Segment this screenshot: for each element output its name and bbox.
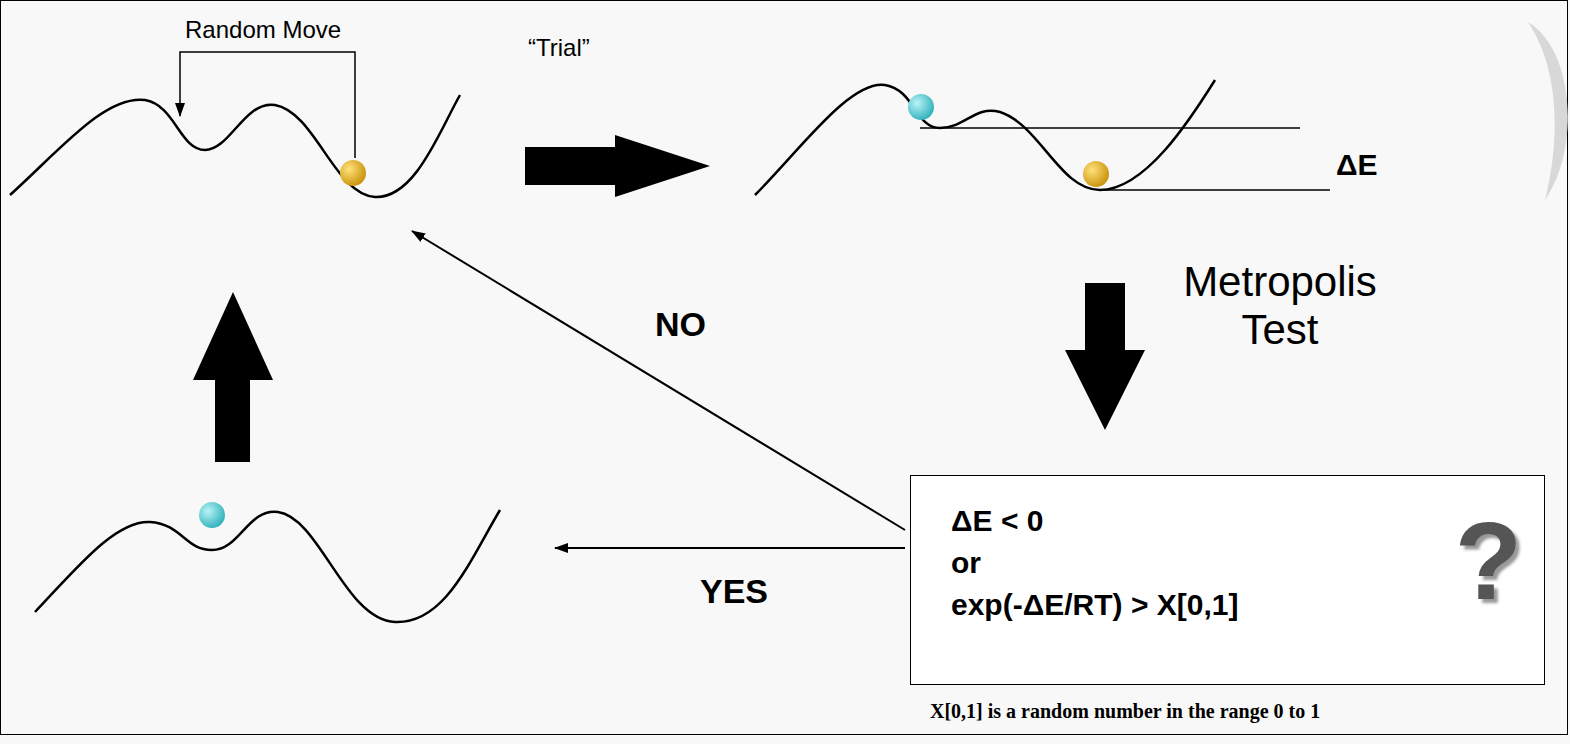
no-arrow [412,231,905,530]
crescent-decoration [1528,22,1568,200]
cyan-ball [908,94,934,120]
trial-arrow [525,135,710,197]
note-text: X[0,1] is a random number in the range 0… [930,700,1320,723]
random-move-bracket [180,52,355,158]
move-label: Random Move [185,16,341,44]
gold-ball [1083,161,1109,187]
no-label: NO [655,305,706,344]
cyan-ball [199,502,225,528]
condition-text: exp(-ΔE/RT) > X[0,1] [951,588,1238,623]
up-arrow [193,292,273,462]
energy-level-line [1100,189,1330,191]
energy-curve [35,510,500,622]
test-label: Metropolis Test [1165,258,1395,355]
energy-curve [755,80,1215,195]
down-arrow [1065,283,1145,430]
question-mark: ? [1455,506,1522,616]
condition-box: ΔE < 0 or exp(-ΔE/RT) > X[0,1]? [910,475,1545,685]
yes-label: YES [700,572,768,611]
condition-text: or [951,546,981,581]
step-label: “Trial” [528,34,590,62]
energy-curve [10,95,460,197]
energy-level-line [920,127,1300,129]
delta-label: ΔE [1336,148,1378,183]
yes-arrow [555,547,905,549]
condition-text: ΔE < 0 [951,504,1043,539]
gold-ball [340,160,366,186]
